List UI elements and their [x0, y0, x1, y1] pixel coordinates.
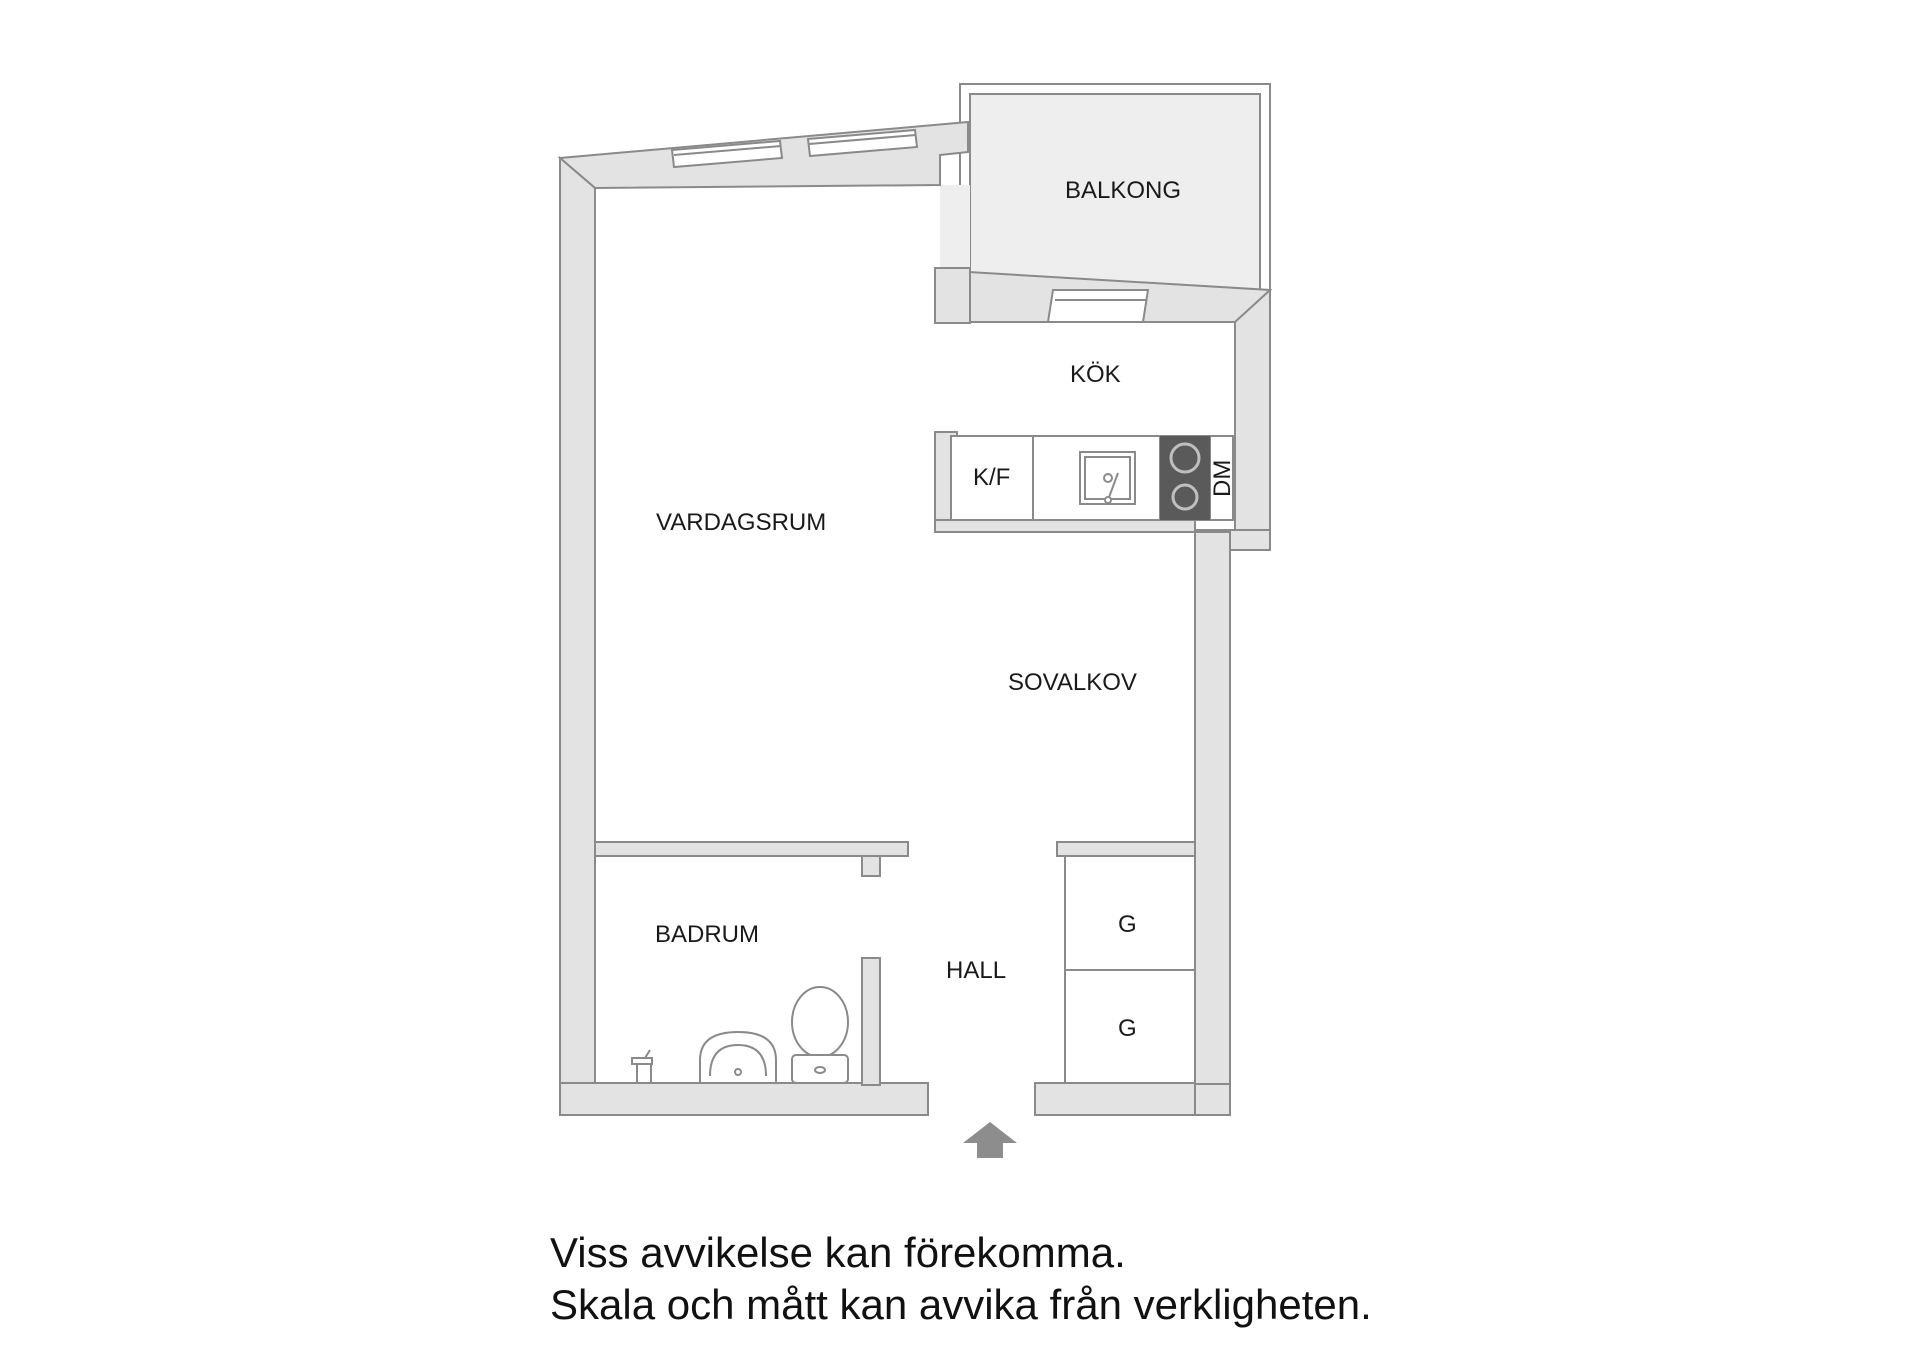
- room-label-badrum: BADRUM: [655, 921, 759, 948]
- balcony: [940, 83, 1271, 291]
- balcony-door-window: [1046, 289, 1150, 323]
- fridge-freezer-label: K/F: [973, 464, 1010, 491]
- room-label-balkong: BALKONG: [1065, 177, 1181, 204]
- disclaimer-line-1: Viss avvikelse kan förekomma.: [550, 1229, 1126, 1276]
- wardrobe-label-1: G: [1118, 911, 1137, 938]
- washbasin-icon: [699, 1030, 777, 1084]
- kitchen-sink-icon: [1079, 451, 1136, 505]
- wardrobes: [1064, 855, 1196, 1084]
- shower-tap-icon: [631, 1049, 653, 1084]
- room-label-hall: HALL: [946, 957, 1006, 984]
- toilet-icon: [791, 986, 849, 1084]
- alkov-wall: [1194, 531, 1231, 1085]
- room-label-kok: KÖK: [1070, 361, 1121, 388]
- entrance-arrow-icon: [963, 1122, 1017, 1158]
- windows-living-room: [670, 128, 919, 169]
- room-label-vardagsrum: VARDAGSRUM: [656, 509, 826, 536]
- stove-icon: [1160, 436, 1210, 520]
- disclaimer-line-2: Skala och mått kan avvika från verklighe…: [550, 1281, 1372, 1328]
- room-label-sovalkov: SOVALKOV: [1008, 669, 1137, 696]
- dishwasher-label: DM: [1209, 460, 1236, 497]
- wardrobe-label-2: G: [1118, 1015, 1137, 1042]
